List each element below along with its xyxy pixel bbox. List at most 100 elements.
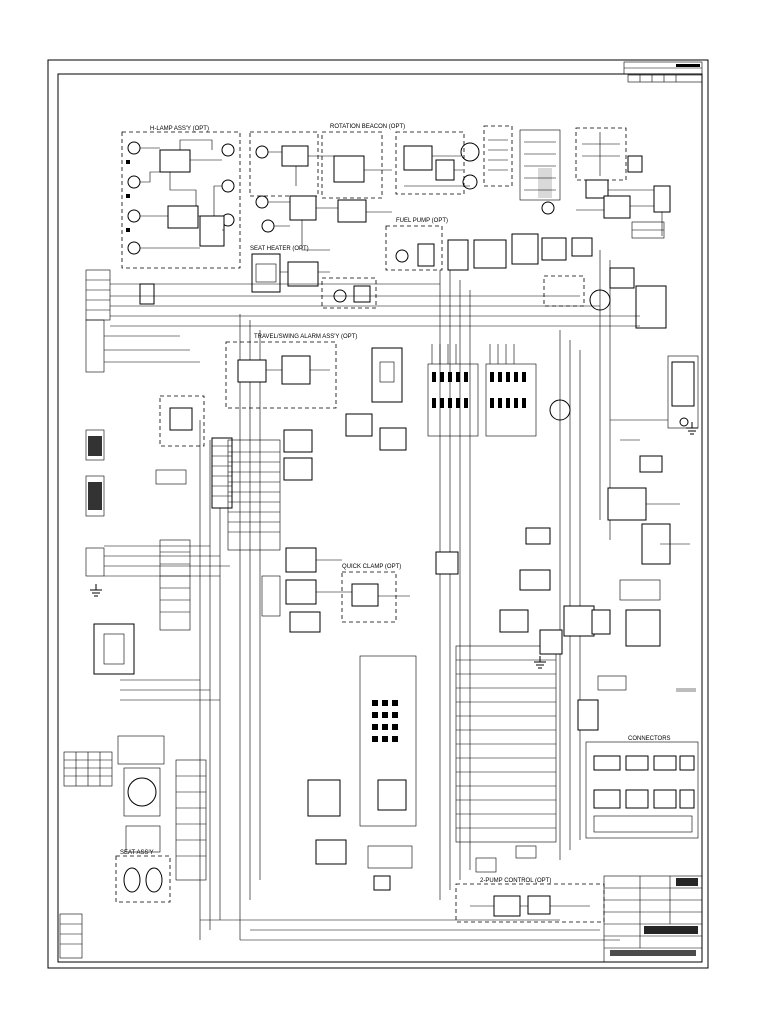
midleft-cluster <box>155 395 313 631</box>
connector-icon <box>625 789 649 809</box>
relay-icon <box>199 215 225 247</box>
relay-icon <box>159 149 191 173</box>
fuse-icon <box>427 363 479 437</box>
fuse-bank <box>345 344 571 451</box>
relay-icon <box>585 179 609 199</box>
relay-icon <box>285 579 317 605</box>
pump-control-title: 2-PUMP CONTROL (OPT) <box>480 878 551 884</box>
relay-icon <box>473 239 507 269</box>
relay-icon <box>169 407 193 431</box>
connector-icon <box>653 755 677 771</box>
outer-border <box>47 59 709 969</box>
left-harness <box>59 269 155 959</box>
relay-icon <box>403 145 433 171</box>
relay-icon <box>287 261 319 287</box>
relay-icon <box>625 609 661 647</box>
relay-icon <box>639 455 663 473</box>
header-strip <box>623 61 703 83</box>
switch-icon <box>541 201 555 215</box>
travel-alarm-block: TRAVEL/SWING ALARM ASS'Y (OPT) <box>225 334 357 409</box>
relay-icon <box>285 547 317 573</box>
lamp-icon <box>127 209 141 223</box>
motor-icon <box>460 142 480 162</box>
fuse-icon <box>139 283 155 305</box>
motor-icon <box>462 174 478 190</box>
relay-icon <box>377 779 407 811</box>
connector-icon <box>593 755 621 771</box>
connector-icon <box>127 777 157 807</box>
seat-assy-title: SEAT ASS'Y <box>120 850 154 856</box>
relay-icon <box>577 699 599 731</box>
connector-icon <box>653 789 677 809</box>
motor-icon <box>255 145 269 159</box>
connector-icon <box>653 185 671 213</box>
quick-clamp-block: QUICK CLAMP (OPT) <box>261 527 551 633</box>
relay-icon <box>351 583 379 607</box>
rotation-title: ROTATION BEACON (OPT) <box>330 124 405 130</box>
lamp-icon <box>127 241 141 255</box>
connector-icon <box>625 755 649 771</box>
connector-icon <box>679 755 695 771</box>
relay-icon <box>167 205 199 229</box>
relay-icon <box>609 267 635 289</box>
relay-icon <box>289 195 317 221</box>
hlamp-block: H-LAMP ASS'Y (OPT) <box>121 126 241 269</box>
relay-icon <box>603 195 631 219</box>
fuse-icon <box>485 363 537 437</box>
travel-alarm-title: TRAVEL/SWING ALARM ASS'Y (OPT) <box>254 334 357 340</box>
seat-assy-block: SEAT ASS'Y <box>93 623 207 903</box>
main-bus <box>104 250 640 941</box>
inner-border <box>57 73 703 963</box>
relay-icon <box>435 159 455 181</box>
right-lower-harness <box>455 605 627 873</box>
relay-icon <box>237 359 267 383</box>
seat-heater-title: SEAT HEATER (OPT) <box>250 246 309 252</box>
topright-block <box>575 127 671 239</box>
lamp-icon <box>127 141 141 155</box>
connectors-panel: CONNECTORS <box>585 736 699 839</box>
lamp-icon <box>127 175 141 189</box>
relay-icon <box>627 155 643 173</box>
lamp-icon <box>221 143 235 157</box>
relay-icon <box>493 895 521 917</box>
motor-icon <box>261 219 275 233</box>
relay-icon <box>541 237 567 261</box>
relay-icon <box>333 155 365 183</box>
ground-icon <box>90 422 698 669</box>
relay-icon <box>447 239 469 271</box>
quick-clamp-title: QUICK CLAMP (OPT) <box>342 564 401 570</box>
hlamp-title: H-LAMP ASS'Y (OPT) <box>150 126 209 132</box>
relay-icon <box>379 427 407 451</box>
connector-icon <box>593 789 621 809</box>
lamp-icon <box>221 179 235 193</box>
relay-icon <box>315 839 347 865</box>
relay-icon <box>435 551 459 575</box>
motor-icon <box>395 249 409 263</box>
title-block <box>603 875 703 963</box>
bottom-center-cluster <box>307 655 417 891</box>
motor-icon <box>255 195 269 209</box>
relay-icon <box>499 609 529 633</box>
revision-box <box>59 913 83 959</box>
relay-icon <box>345 413 373 437</box>
relay-icon <box>281 355 311 385</box>
right-mid-block <box>607 355 699 647</box>
relay-icon <box>283 457 313 481</box>
relay-icon <box>307 779 341 817</box>
relay-icon <box>635 285 667 329</box>
engine-top-block <box>395 125 561 215</box>
relay-icon <box>337 199 367 223</box>
connectors-title: CONNECTORS <box>628 736 671 742</box>
relay-icon <box>607 487 647 521</box>
edge-marker <box>676 688 696 692</box>
relay-icon <box>281 145 309 167</box>
connector-icon <box>679 789 695 809</box>
seat-heater-block: SEAT HEATER (OPT) <box>250 246 377 309</box>
fuel-pump-title: FUEL PUMP (OPT) <box>396 218 448 224</box>
pump-control-block: 2-PUMP CONTROL (OPT) <box>455 878 605 923</box>
rotation-block: ROTATION BEACON (OPT) <box>249 124 405 251</box>
fuel-pump-block: FUEL PUMP (OPT) <box>385 218 667 329</box>
relay-icon <box>283 429 313 453</box>
motor-icon <box>549 399 571 421</box>
